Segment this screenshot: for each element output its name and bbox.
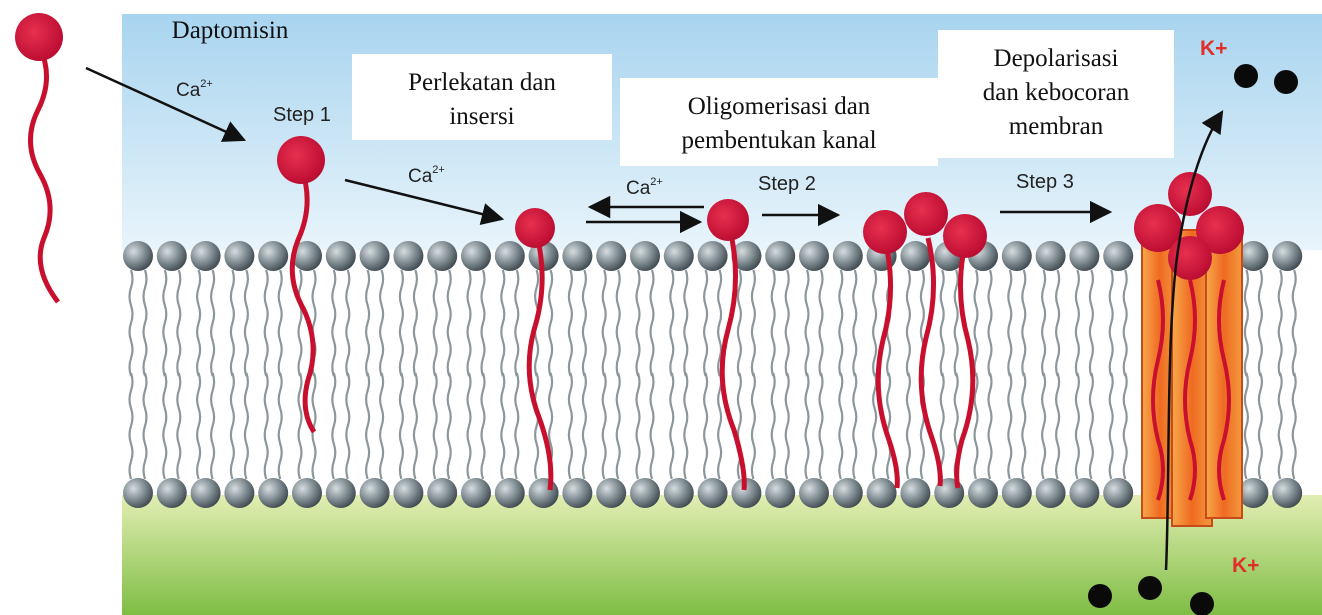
lipid-head bbox=[799, 478, 829, 508]
lipid-head bbox=[224, 241, 254, 271]
lipid-head bbox=[258, 241, 288, 271]
lipid-head bbox=[630, 478, 660, 508]
step3-label: Step 3 bbox=[1016, 171, 1074, 193]
lipid-head bbox=[698, 241, 728, 271]
lipid-head bbox=[664, 478, 694, 508]
step2-label: Step 2 bbox=[758, 173, 816, 195]
lipid-head bbox=[698, 478, 728, 508]
lipid-head bbox=[765, 241, 795, 271]
lipid-head bbox=[529, 478, 559, 508]
lipid-head bbox=[157, 241, 187, 271]
lipid-head bbox=[562, 241, 592, 271]
lipid-head bbox=[1069, 241, 1099, 271]
lipid-head bbox=[1036, 478, 1066, 508]
lipid-head bbox=[833, 241, 863, 271]
lipid-head bbox=[562, 478, 592, 508]
lipid-head bbox=[596, 241, 626, 271]
lipid-head bbox=[461, 478, 491, 508]
lipid-head bbox=[900, 241, 930, 271]
lipid-head bbox=[1103, 241, 1133, 271]
lipid-head bbox=[123, 478, 153, 508]
lipid-head bbox=[799, 241, 829, 271]
lipid-head bbox=[360, 241, 390, 271]
caption-depolarisasi: Depolarisasi dan kebocoran membran bbox=[938, 30, 1174, 158]
lipid-head bbox=[867, 478, 897, 508]
lipid-head bbox=[1036, 241, 1066, 271]
lipid-head bbox=[326, 241, 356, 271]
lipid-head bbox=[360, 478, 390, 508]
lipid-head bbox=[393, 478, 423, 508]
lipid-head bbox=[461, 241, 491, 271]
lipid-head bbox=[968, 478, 998, 508]
lipid-head bbox=[1272, 478, 1302, 508]
lipid-head bbox=[900, 478, 930, 508]
lipid-head bbox=[664, 241, 694, 271]
lipid-head bbox=[765, 478, 795, 508]
lipid-head bbox=[495, 478, 525, 508]
caption-daptomisin: Daptomisin bbox=[140, 14, 320, 50]
lipid-head bbox=[833, 478, 863, 508]
lipid-head bbox=[427, 241, 457, 271]
step1-label: Step 1 bbox=[273, 104, 331, 126]
lipid-head bbox=[157, 478, 187, 508]
lipid-head bbox=[1069, 478, 1099, 508]
lipid-head bbox=[495, 241, 525, 271]
caption-perlekatan: Perlekatan dan insersi bbox=[352, 54, 612, 140]
lipid-head bbox=[224, 478, 254, 508]
potassium-label-bottom: K+ bbox=[1232, 554, 1259, 577]
lipid-head bbox=[427, 478, 457, 508]
lipid-head bbox=[1103, 478, 1133, 508]
lipid-head bbox=[1002, 241, 1032, 271]
daptomycin-free bbox=[15, 13, 63, 302]
lipid-head bbox=[393, 241, 423, 271]
lipid-head bbox=[191, 478, 221, 508]
lipid-head bbox=[630, 241, 660, 271]
lipid-head bbox=[292, 478, 322, 508]
lipid-head bbox=[1002, 478, 1032, 508]
lipid-head bbox=[326, 478, 356, 508]
lipid-head bbox=[191, 241, 221, 271]
lipid-head bbox=[123, 241, 153, 271]
caption-oligomerisasi: Oligomerisasi dan pembentukan kanal bbox=[620, 78, 938, 166]
lipid-head bbox=[1272, 241, 1302, 271]
lipid-head bbox=[596, 478, 626, 508]
lipid-head bbox=[258, 478, 288, 508]
potassium-label-top: K+ bbox=[1200, 37, 1227, 60]
